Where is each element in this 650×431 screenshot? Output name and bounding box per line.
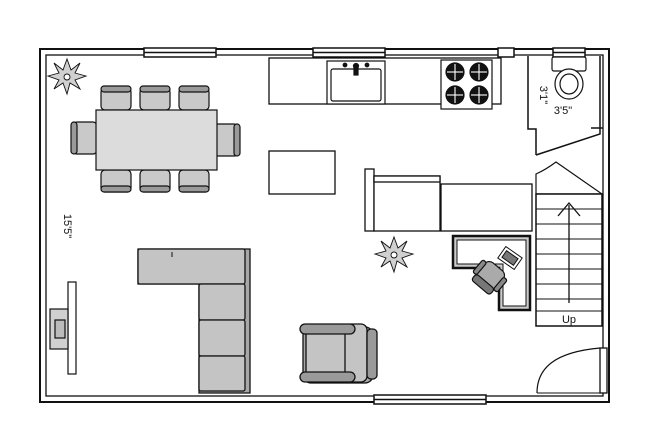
window-top-small bbox=[497, 47, 515, 58]
dining-table bbox=[95, 109, 218, 171]
stairs-arrow-icon bbox=[557, 201, 581, 303]
plant-icon bbox=[373, 235, 415, 274]
bath-depth-dimension: 3'1" bbox=[537, 86, 549, 104]
sink-icon bbox=[326, 60, 386, 105]
cabinets bbox=[364, 168, 533, 232]
office-chair-icon bbox=[471, 259, 508, 295]
bath-width-dimension: 3'5" bbox=[554, 105, 572, 117]
stairs: Up bbox=[535, 161, 604, 327]
sectional-sofa bbox=[137, 248, 251, 394]
stove-icon bbox=[440, 59, 493, 110]
stairs-label: Up bbox=[562, 314, 576, 326]
left-wall-dimension: 15'5" bbox=[61, 214, 73, 238]
plant-icon bbox=[46, 57, 88, 96]
bathroom-walls bbox=[527, 56, 603, 156]
laptop-icon bbox=[497, 245, 523, 271]
kitchen-island bbox=[268, 150, 336, 195]
tv-icon bbox=[49, 281, 77, 375]
armchair-icon bbox=[299, 323, 378, 384]
entry-door bbox=[536, 347, 608, 394]
dining-set bbox=[70, 85, 241, 193]
toilet-icon bbox=[551, 56, 587, 100]
